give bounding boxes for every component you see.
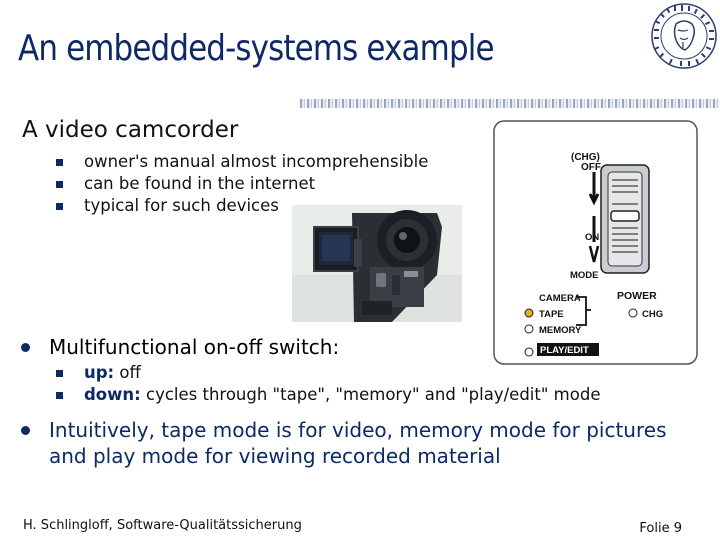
footer-page-number: Folie 9 [639, 521, 682, 536]
memory-label: MEMORY [539, 325, 582, 336]
chg-led-icon [628, 308, 638, 318]
bullet-multifunctional: Multifunctional on-off switch: [21, 334, 339, 360]
square-bullet-icon [56, 203, 63, 210]
chg-off-label-1: (CHG) [571, 152, 600, 163]
switch-details-list: up: off down: cycles through "tape", "me… [56, 362, 600, 406]
on-label: ON [585, 232, 599, 243]
list-item: owner's manual almost incomprehensible [56, 151, 428, 173]
university-seal-logo [651, 3, 717, 69]
bullet-dot-icon [21, 426, 30, 435]
mode-label: MODE [570, 270, 599, 281]
manual-notes-list: owner's manual almost incomprehensible c… [56, 151, 428, 217]
square-bullet-icon [56, 159, 63, 166]
footer-author: H. Schlingloff, Software-Qualitätssicher… [23, 518, 302, 533]
list-item: down: cycles through "tape", "memory" an… [56, 384, 600, 406]
camcorder-photo [292, 205, 462, 322]
square-bullet-icon [56, 370, 63, 377]
camera-label: CAMERA [539, 293, 581, 304]
title-underline [300, 99, 720, 108]
play-edit-led-icon [524, 347, 534, 357]
power-switch-diagram: (CHG) OFF ON MODE CAMERA TAPE MEMORY PLA… [493, 120, 698, 365]
slide-subtitle: A video camcorder [22, 117, 239, 143]
chg-label: CHG [642, 309, 663, 320]
square-bullet-icon [56, 181, 63, 188]
power-label: POWER [617, 290, 657, 302]
slide-title: An embedded-systems example [18, 28, 495, 69]
list-item: can be found in the internet [56, 173, 428, 195]
tape-label: TAPE [539, 309, 564, 320]
play-edit-label: PLAY/EDIT [540, 345, 589, 356]
tape-led-icon [524, 308, 534, 318]
square-bullet-icon [56, 392, 63, 399]
bullet-intuitive: Intuitively, tape mode is for video, mem… [21, 417, 669, 469]
list-item: typical for such devices [56, 195, 428, 217]
list-item: up: off [56, 362, 600, 384]
chg-off-label-2: OFF [581, 162, 601, 173]
bullet-dot-icon [21, 343, 30, 352]
memory-led-icon [524, 324, 534, 334]
